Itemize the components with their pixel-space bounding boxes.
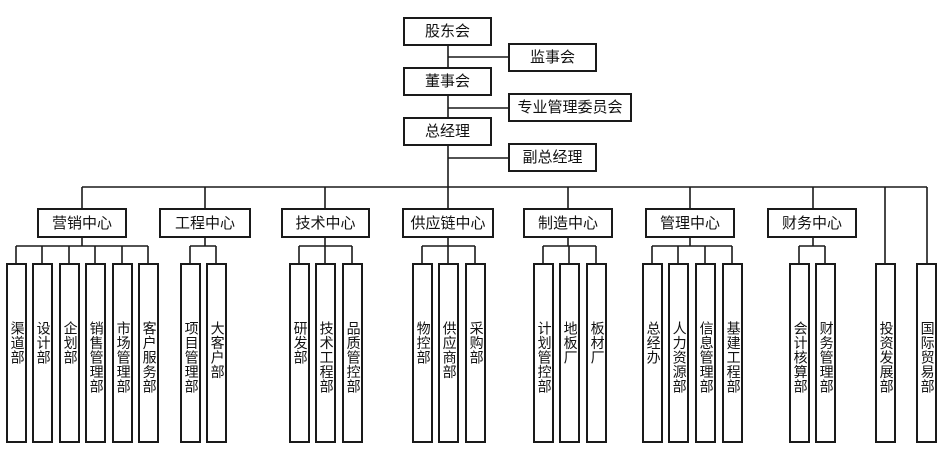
dept-label: 采购部 bbox=[467, 321, 484, 365]
deputy-general-manager-box: 副总经理 bbox=[508, 143, 597, 172]
general-manager-box: 总经理 bbox=[403, 117, 492, 146]
board-box: 董事会 bbox=[403, 67, 492, 96]
dept-box-general-office: 总经办 bbox=[642, 263, 663, 443]
dept-label: 大客户部 bbox=[208, 321, 225, 379]
center-box-manufacturing: 制造中心 bbox=[523, 208, 613, 238]
dept-box-market-management: 市场管理部 bbox=[112, 263, 133, 443]
dept-box-sales-management: 销售管理部 bbox=[85, 263, 106, 443]
dept-label: 基建工程部 bbox=[724, 321, 741, 394]
dept-box-project-management: 项目管理部 bbox=[180, 263, 201, 443]
center-box-finance: 财务中心 bbox=[767, 208, 857, 238]
dept-box-flooring-plant: 地板厂 bbox=[559, 263, 580, 443]
dept-label: 信息管理部 bbox=[697, 321, 714, 394]
dept-label: 企划部 bbox=[61, 321, 78, 365]
center-box-technology: 技术中心 bbox=[281, 208, 370, 238]
dept-box-financial-management: 财务管理部 bbox=[815, 263, 836, 443]
dept-label: 投资发展部 bbox=[877, 321, 894, 394]
dept-label: 物控部 bbox=[414, 321, 431, 365]
dept-label: 计划管控部 bbox=[535, 321, 552, 394]
dept-label: 供应商部 bbox=[440, 321, 457, 379]
dept-box-material-control: 物控部 bbox=[412, 263, 433, 443]
dept-box-international-trade: 国际贸易部 bbox=[916, 263, 937, 443]
dept-box-key-accounts: 大客户部 bbox=[206, 263, 227, 443]
dept-box-channel: 渠道部 bbox=[6, 263, 27, 443]
dept-box-investment-development: 投资发展部 bbox=[875, 263, 896, 443]
center-box-management: 管理中心 bbox=[645, 208, 735, 238]
dept-box-technical-engineering: 技术工程部 bbox=[315, 263, 336, 443]
dept-label: 人力资源部 bbox=[670, 321, 687, 394]
committee-box: 专业管理委员会 bbox=[508, 93, 632, 122]
dept-box-planning-control: 计划管控部 bbox=[533, 263, 554, 443]
dept-box-rnd: 研发部 bbox=[289, 263, 310, 443]
dept-label: 项目管理部 bbox=[182, 321, 199, 394]
dept-box-information-management: 信息管理部 bbox=[695, 263, 716, 443]
dept-label: 客户服务部 bbox=[140, 321, 157, 394]
dept-box-customer-service: 客户服务部 bbox=[138, 263, 159, 443]
center-box-supply-chain: 供应链中心 bbox=[402, 208, 494, 238]
dept-label: 总经办 bbox=[644, 321, 661, 365]
dept-box-purchasing: 采购部 bbox=[465, 263, 486, 443]
dept-box-infrastructure: 基建工程部 bbox=[722, 263, 743, 443]
dept-label: 国际贸易部 bbox=[918, 321, 935, 394]
dept-label: 研发部 bbox=[291, 321, 308, 365]
dept-label: 渠道部 bbox=[8, 321, 25, 365]
dept-label: 品质管控部 bbox=[344, 321, 361, 394]
dept-box-accounting: 会计核算部 bbox=[789, 263, 810, 443]
dept-label: 会计核算部 bbox=[791, 321, 808, 394]
shareholders-box: 股东会 bbox=[403, 17, 492, 46]
dept-box-human-resources: 人力资源部 bbox=[668, 263, 689, 443]
dept-label: 设计部 bbox=[34, 321, 51, 365]
supervisors-box: 监事会 bbox=[508, 43, 597, 72]
dept-label: 板材厂 bbox=[588, 321, 605, 365]
dept-box-board-plant: 板材厂 bbox=[586, 263, 607, 443]
dept-label: 财务管理部 bbox=[817, 321, 834, 394]
dept-label: 销售管理部 bbox=[87, 321, 104, 394]
dept-box-design: 设计部 bbox=[32, 263, 53, 443]
dept-box-supplier: 供应商部 bbox=[438, 263, 459, 443]
center-box-marketing: 营销中心 bbox=[37, 208, 127, 238]
center-box-engineering: 工程中心 bbox=[159, 208, 251, 238]
dept-box-quality-control: 品质管控部 bbox=[342, 263, 363, 443]
dept-box-planning: 企划部 bbox=[59, 263, 80, 443]
dept-label: 市场管理部 bbox=[114, 321, 131, 394]
dept-label: 地板厂 bbox=[561, 321, 578, 365]
dept-label: 技术工程部 bbox=[317, 321, 334, 394]
